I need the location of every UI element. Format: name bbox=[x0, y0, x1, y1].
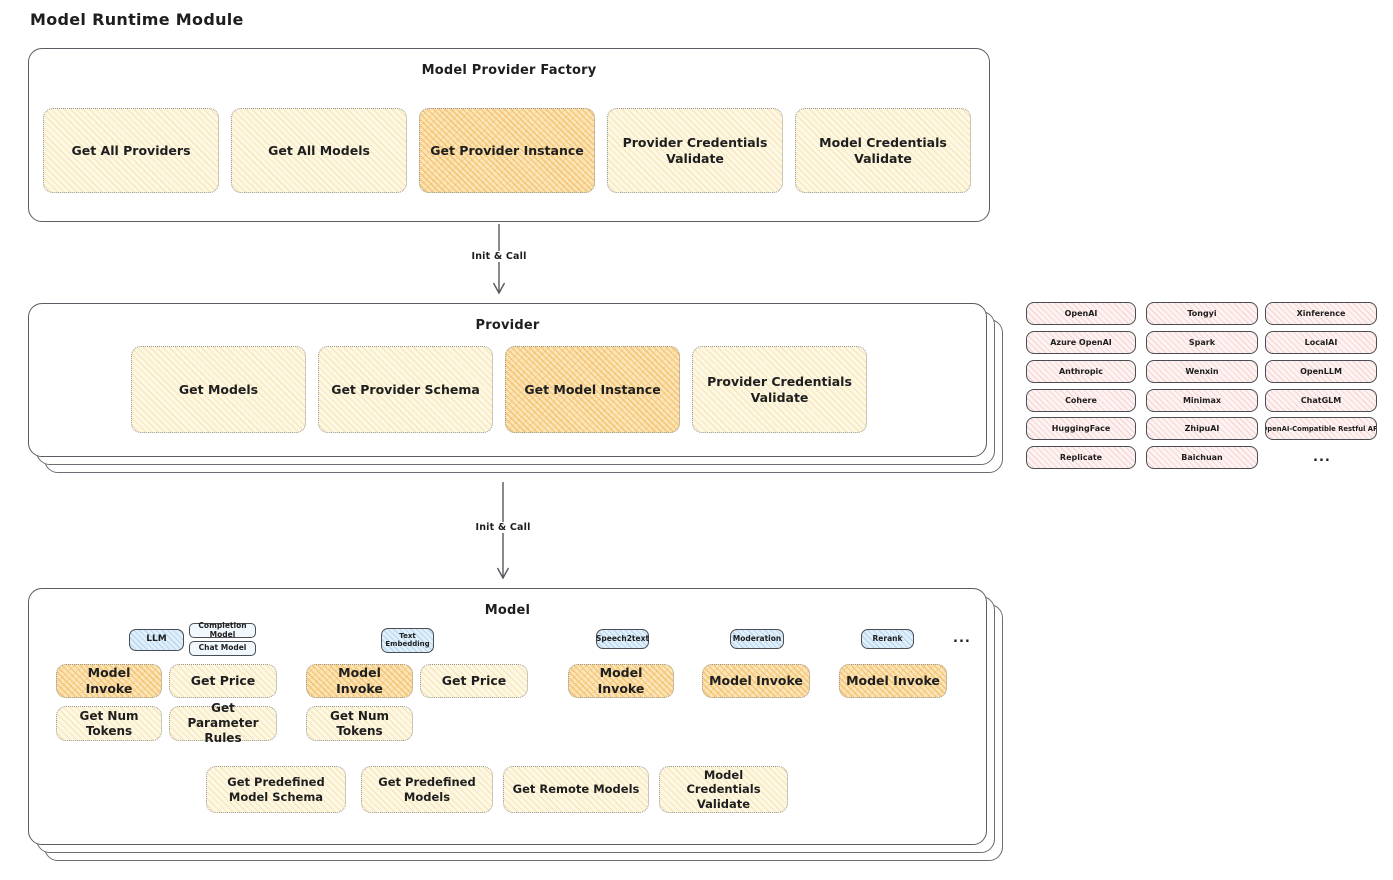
provider-container: Provider Get Models Get Provider Schema … bbox=[28, 303, 987, 457]
arrow-label-init-call-1: Init & Call bbox=[468, 251, 530, 262]
model-title: Model bbox=[484, 603, 531, 618]
provider-get-models: Get Models bbox=[131, 346, 306, 433]
embedding-get-price: Get Price bbox=[420, 664, 528, 698]
vendor-anthropic: Anthropic bbox=[1026, 360, 1136, 383]
vendor-wenxin: Wenxin bbox=[1146, 360, 1258, 383]
moderation-model-invoke: Model Invoke bbox=[702, 664, 810, 698]
tag-chat-model: Chat Model bbox=[189, 641, 256, 656]
embedding-model-invoke: Model Invoke bbox=[306, 664, 413, 698]
vendor-baichuan: Baichuan bbox=[1146, 446, 1258, 469]
llm-get-price: Get Price bbox=[169, 664, 277, 698]
provider-provider-credentials-validate: Provider Credentials Validate bbox=[692, 346, 867, 433]
tag-more-ellipsis: ... bbox=[953, 631, 971, 646]
model-container: Model LLM Completion Model Chat Model Te… bbox=[28, 588, 987, 845]
llm-get-parameter-rules: Get Parameter Rules bbox=[169, 701, 277, 745]
vendor-zhipuai: ZhipuAI bbox=[1146, 417, 1258, 440]
vendor-chatglm: ChatGLM bbox=[1265, 389, 1377, 412]
vendor-spark: Spark bbox=[1146, 331, 1258, 354]
get-predefined-model-schema: Get Predefined Model Schema bbox=[206, 766, 346, 813]
factory-get-provider-instance: Get Provider Instance bbox=[419, 108, 595, 193]
get-remote-models: Get Remote Models bbox=[503, 766, 649, 813]
factory-model-credentials-validate: Model Credentials Validate bbox=[795, 108, 971, 193]
factory-container: Model Provider Factory Get All Providers… bbox=[28, 48, 990, 222]
rerank-model-invoke: Model Invoke bbox=[839, 664, 947, 698]
vendor-cohere: Cohere bbox=[1026, 389, 1136, 412]
provider-title: Provider bbox=[475, 318, 540, 333]
page-title: Model Runtime Module bbox=[30, 10, 244, 29]
tag-rerank: Rerank bbox=[861, 629, 914, 649]
llm-model-invoke: Model Invoke bbox=[56, 664, 162, 698]
vendor-replicate: Replicate bbox=[1026, 446, 1136, 469]
vendor-huggingface: HuggingFace bbox=[1026, 417, 1136, 440]
vendor-localai: LocalAI bbox=[1265, 331, 1377, 354]
model-credentials-validate: Model Credentials Validate bbox=[659, 766, 788, 813]
speech2text-model-invoke: Model Invoke bbox=[568, 664, 674, 698]
get-predefined-models: Get Predefined Models bbox=[361, 766, 493, 813]
embedding-get-num-tokens: Get Num Tokens bbox=[306, 706, 413, 741]
tag-moderation: Moderation bbox=[730, 629, 784, 649]
arrow-label-init-call-2: Init & Call bbox=[472, 522, 534, 533]
vendor-openai: OpenAI bbox=[1026, 302, 1136, 325]
factory-title: Model Provider Factory bbox=[421, 63, 597, 78]
vendor-xinference: Xinference bbox=[1265, 302, 1377, 325]
vendor-openllm: OpenLLM bbox=[1265, 360, 1377, 383]
tag-text-embedding: Text Embedding bbox=[381, 628, 434, 653]
vendor-more-ellipsis: ... bbox=[1313, 450, 1331, 465]
vendor-openai-compatible: OpenAI-Compatible Restful API bbox=[1265, 417, 1377, 440]
factory-get-all-providers: Get All Providers bbox=[43, 108, 219, 193]
vendor-minimax: Minimax bbox=[1146, 389, 1258, 412]
vendor-azure-openai: Azure OpenAI bbox=[1026, 331, 1136, 354]
factory-get-all-models: Get All Models bbox=[231, 108, 407, 193]
provider-get-model-instance: Get Model Instance bbox=[505, 346, 680, 433]
vendor-tongyi: Tongyi bbox=[1146, 302, 1258, 325]
tag-speech2text: Speech2text bbox=[596, 629, 649, 649]
provider-get-provider-schema: Get Provider Schema bbox=[318, 346, 493, 433]
tag-completion-model: Completion Model bbox=[189, 622, 256, 638]
tag-llm: LLM bbox=[129, 629, 184, 651]
factory-provider-credentials-validate: Provider Credentials Validate bbox=[607, 108, 783, 193]
llm-get-num-tokens: Get Num Tokens bbox=[56, 706, 162, 741]
